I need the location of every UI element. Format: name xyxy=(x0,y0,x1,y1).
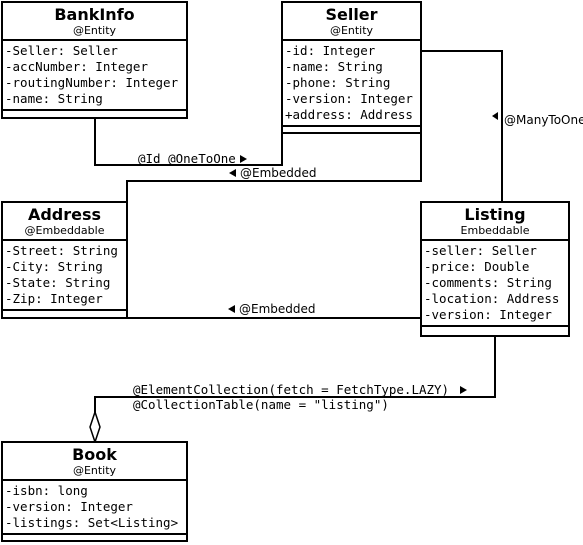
bankinfo-attribute: -Seller: Seller xyxy=(5,43,118,58)
listing-attribute: -seller: Seller xyxy=(424,243,537,258)
listing-attribute: -price: Double xyxy=(424,259,530,274)
bankinfo-seller-label: @Id @OneToOne xyxy=(138,151,236,166)
bankinfo-attribute: -accNumber: Integer xyxy=(5,59,148,74)
bankinfo-seller-connector xyxy=(94,118,283,166)
bankinfo-name: BankInfo xyxy=(54,5,135,24)
seller-class[interactable]: Seller @Entity -id: Integer -name: Strin… xyxy=(281,1,422,134)
seller-attribute: +address: Address xyxy=(285,107,413,122)
listing-attribute: -comments: String xyxy=(424,275,552,290)
book-attribute: -isbn: long xyxy=(5,483,88,498)
address-stereotype: @Embeddable xyxy=(24,224,105,237)
listing-stereotype: Embeddable xyxy=(460,224,530,237)
book-listing-arrow xyxy=(460,386,467,394)
seller-header: Seller @Entity xyxy=(283,3,420,39)
seller-listing-label: @ManyToOne xyxy=(504,113,583,127)
book-attribute: -listings: Set<Listing> xyxy=(5,515,179,530)
address-listing-label: @Embedded xyxy=(239,302,316,316)
seller-name: Seller xyxy=(325,5,378,24)
listing-name: Listing xyxy=(464,205,526,224)
seller-attribute: -id: Integer xyxy=(285,43,376,58)
bankinfo-class[interactable]: BankInfo @Entity -Seller: Seller -accNum… xyxy=(1,1,188,119)
seller-stereotype: @Entity xyxy=(329,24,374,37)
address-attribute: -Street: String xyxy=(5,243,118,258)
address-listing-arrow xyxy=(228,305,235,313)
book-header: Book @Entity xyxy=(3,443,186,479)
book-attribute: -version: Integer xyxy=(5,499,133,514)
bankinfo-attribute: -routingNumber: Integer xyxy=(5,75,179,90)
book-listing-aggregation-diamond xyxy=(89,409,101,445)
book-listing-label-line1: @ElementCollection(fetch = FetchType.LAZ… xyxy=(133,382,450,397)
listing-header: Listing Embeddable xyxy=(422,203,568,239)
book-listing-connector xyxy=(94,336,496,418)
seller-address-arrow xyxy=(229,169,236,177)
address-attributes: -Street: String -City: String -State: St… xyxy=(3,239,126,309)
seller-address-label: @Embedded xyxy=(240,166,317,180)
listing-class[interactable]: Listing Embeddable -seller: Seller -pric… xyxy=(420,201,570,337)
seller-attributes: -id: Integer -name: String -phone: Strin… xyxy=(283,39,420,125)
bankinfo-header: BankInfo @Entity xyxy=(3,3,186,39)
book-name: Book xyxy=(72,445,117,464)
address-name: Address xyxy=(27,205,102,224)
bankinfo-stereotype: @Entity xyxy=(72,24,117,37)
address-class[interactable]: Address @Embeddable -Street: String -Cit… xyxy=(1,201,128,319)
book-class[interactable]: Book @Entity -isbn: long -version: Integ… xyxy=(1,441,188,542)
listing-attributes: -seller: Seller -price: Double -comments… xyxy=(422,239,568,325)
book-stereotype: @Entity xyxy=(72,464,117,477)
address-operations xyxy=(3,309,126,311)
bankinfo-attribute: -name: String xyxy=(5,91,103,106)
address-attribute: -State: String xyxy=(5,275,111,290)
seller-attribute: -phone: String xyxy=(285,75,391,90)
bankinfo-operations xyxy=(3,109,186,111)
seller-operations xyxy=(283,125,420,127)
listing-attribute: -location: Address xyxy=(424,291,560,306)
seller-address-connector xyxy=(126,133,422,204)
seller-attribute: -name: String xyxy=(285,59,383,74)
address-attribute: -Zip: Integer xyxy=(5,291,103,306)
listing-operations xyxy=(422,325,568,327)
book-listing-label-line2: @CollectionTable(name = "listing") xyxy=(133,397,389,412)
bankinfo-seller-arrow xyxy=(240,155,247,163)
book-attributes: -isbn: long -version: Integer -listings:… xyxy=(3,479,186,533)
listing-attribute: -version: Integer xyxy=(424,307,552,322)
address-header: Address @Embeddable xyxy=(3,203,126,239)
book-operations xyxy=(3,533,186,535)
seller-listing-connector xyxy=(421,50,503,204)
address-attribute: -City: String xyxy=(5,259,103,274)
seller-listing-arrow xyxy=(492,112,498,120)
seller-attribute: -version: Integer xyxy=(285,91,413,106)
bankinfo-attributes: -Seller: Seller -accNumber: Integer -rou… xyxy=(3,39,186,109)
